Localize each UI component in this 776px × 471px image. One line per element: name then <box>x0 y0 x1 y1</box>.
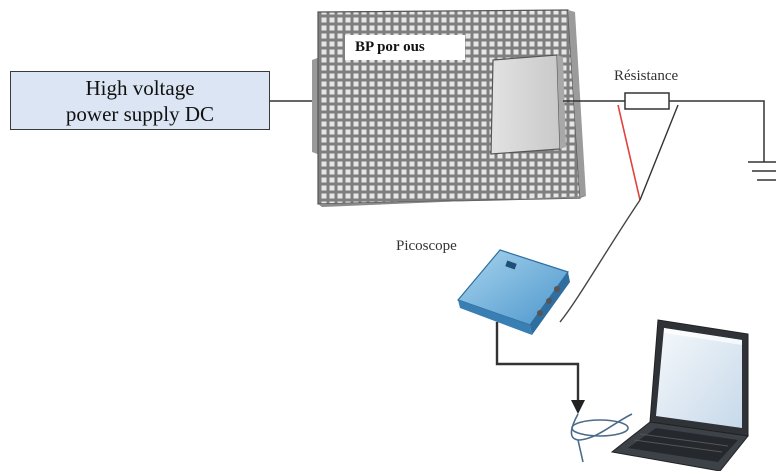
probe-wire-red <box>617 104 641 201</box>
power-supply-label-line2: power supply DC <box>65 102 215 126</box>
ground-icon <box>748 161 776 181</box>
power-supply-box: High voltage power supply DC <box>10 71 270 130</box>
arrow-down-icon <box>571 400 585 414</box>
resistor-label: Résistance <box>614 68 679 84</box>
laptop <box>610 319 749 471</box>
sample-label: BP por ous <box>345 35 465 60</box>
resistor-to-ground-wire <box>669 100 765 162</box>
usb-cable <box>495 322 580 402</box>
picoscope-device <box>456 249 570 335</box>
picoscope-label: Picoscope <box>396 238 457 254</box>
usb-coil <box>570 413 633 463</box>
probe-wire-black <box>639 104 679 201</box>
probe-cable <box>559 199 641 323</box>
electrode-plate <box>490 54 566 155</box>
power-supply-label-line1: High voltage <box>85 76 195 100</box>
resistor <box>624 92 670 110</box>
laptop-screen <box>656 328 742 428</box>
